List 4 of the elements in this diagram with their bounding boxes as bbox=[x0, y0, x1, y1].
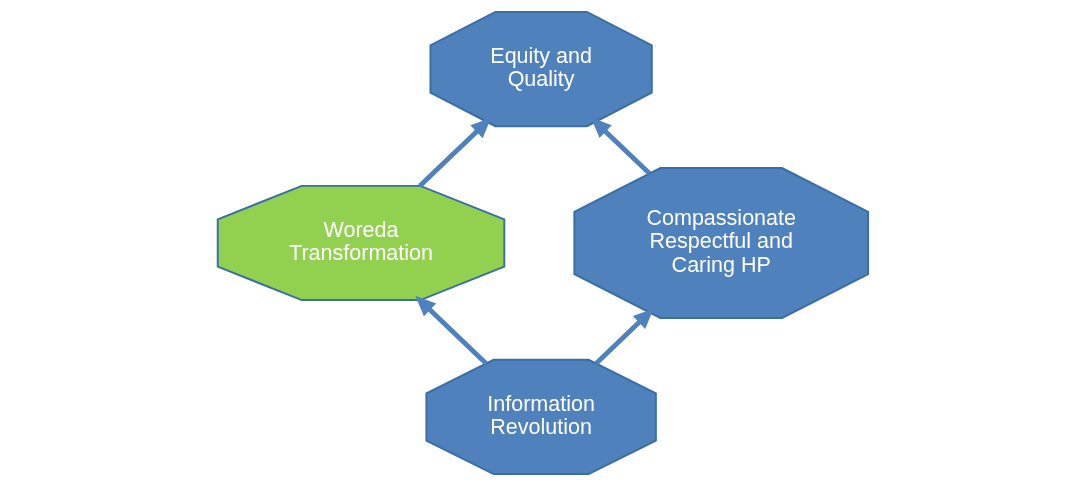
arrow bbox=[415, 295, 488, 366]
arrow bbox=[418, 117, 492, 188]
arrow bbox=[590, 117, 652, 176]
arrow bbox=[594, 308, 654, 366]
